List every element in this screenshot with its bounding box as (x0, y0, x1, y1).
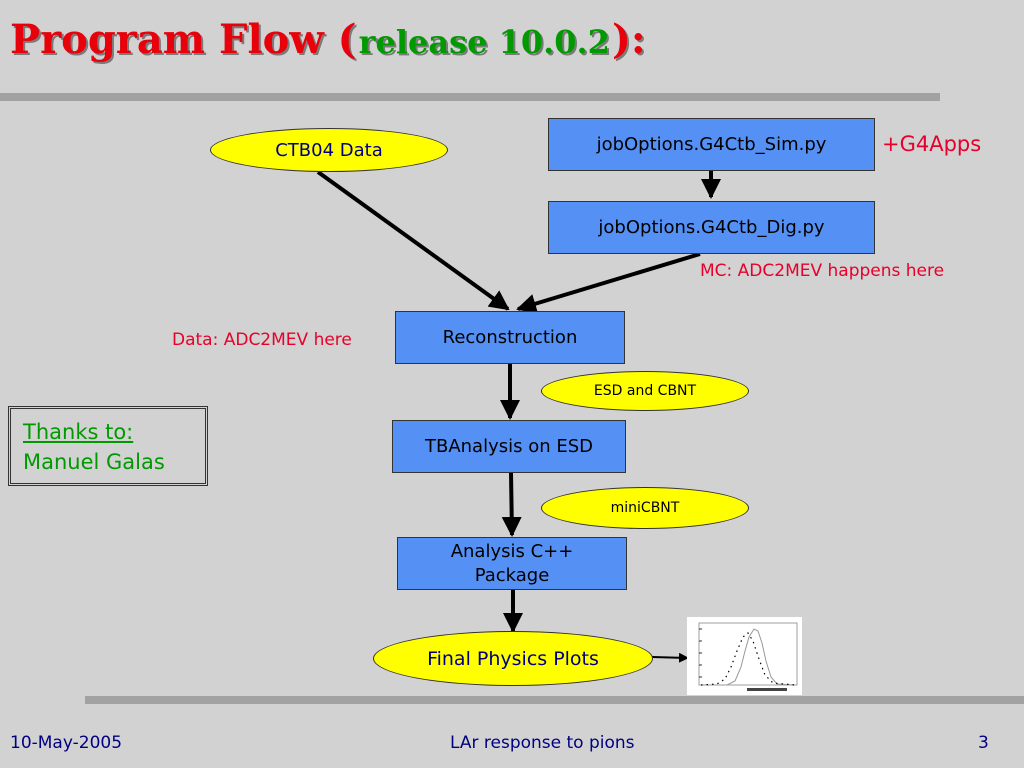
title-close: ): (611, 16, 646, 63)
mc-adc2mev-note: MC: ADC2MEV happens here (700, 261, 945, 281)
analysis-cpp-node: Analysis C++ Package (397, 537, 627, 590)
top-divider (0, 93, 940, 101)
tbanalysis-node: TBAnalysis on ESD (392, 420, 626, 473)
thanks-name: Manuel Galas (23, 450, 165, 474)
arrow-tba-to-analysis (501, 472, 522, 537)
title-release: release 10.0.2 (358, 23, 610, 61)
thanks-box: Thanks to: Manuel Galas (8, 406, 208, 486)
sim-joboptions-node: jobOptions.G4Ctb_Sim.py (548, 118, 875, 171)
footer-date: 10-May-2005 (10, 733, 123, 753)
slide-title: Program Flow ( release 10.0.2 ): (10, 16, 646, 76)
esd-cbnt-node: ESD and CBNT (541, 371, 749, 411)
arrow-data-to-reco (316, 170, 510, 311)
reconstruction-node: Reconstruction (395, 311, 625, 364)
thanks-label[interactable]: Thanks to: (23, 420, 134, 444)
arrow-plots-to-figure (651, 652, 689, 663)
footer-title: LAr response to pions (450, 733, 635, 753)
footer-page-number: 3 (978, 733, 989, 753)
title-main: Program Flow ( (10, 16, 357, 63)
ctb04-data-node: CTB04 Data (210, 128, 448, 172)
dig-joboptions-node: jobOptions.G4Ctb_Dig.py (548, 201, 875, 254)
minicbnt-node: miniCBNT (541, 487, 749, 529)
bottom-divider (85, 696, 1024, 704)
arrow-dig-to-reco (516, 252, 701, 314)
physics-plot-thumbnail (687, 617, 802, 695)
g4apps-note: +G4Apps (882, 132, 982, 156)
final-plots-node: Final Physics Plots (373, 631, 653, 686)
data-adc2mev-note: Data: ADC2MEV here (172, 330, 352, 350)
